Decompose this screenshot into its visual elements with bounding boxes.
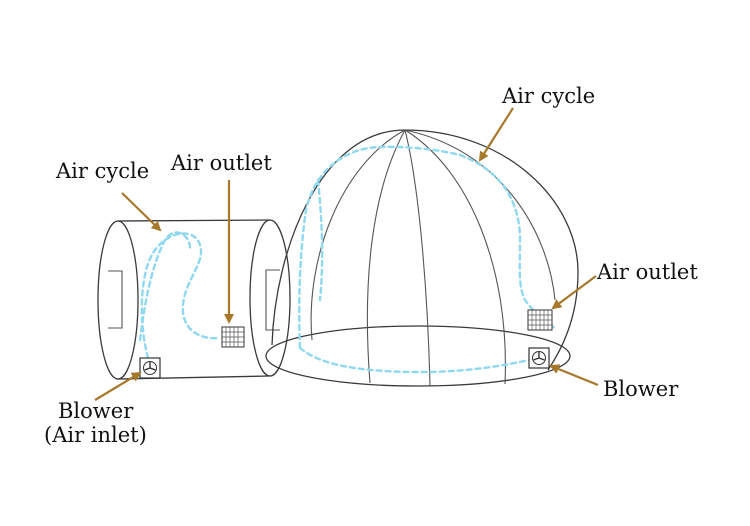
pointer-arrows — [94, 107, 599, 401]
label-air-cycle-left: Air cycle — [55, 159, 149, 183]
label-air-outlet-right: Air outlet — [596, 260, 698, 284]
blower-left-fan-icon — [139, 357, 161, 379]
dome-floor — [265, 325, 571, 387]
airflow-dome-left — [298, 145, 462, 350]
label-blower-right: Blower — [603, 377, 679, 401]
dome-seam-3 — [404, 129, 431, 387]
dome-seam-4 — [404, 129, 506, 385]
tunnel-top-edge — [117, 219, 271, 222]
dome-seam-5 — [404, 129, 556, 301]
airflow-dome-seam-left — [316, 178, 324, 302]
airflow-dome-right — [458, 153, 558, 332]
entrance-tunnel — [97, 219, 291, 380]
dome-outline — [271, 129, 579, 371]
dome-seam-2 — [366, 129, 406, 384]
airflow-paths — [138, 145, 558, 374]
air-outlet-left-icon — [221, 326, 245, 348]
airflow-dome-floor — [298, 346, 550, 374]
air-outlet-right-icon — [527, 309, 553, 331]
pointer-blower-right — [549, 364, 599, 387]
airflow-tunnel — [140, 232, 222, 360]
pointer-blower-left — [94, 371, 142, 401]
pointer-air-cycle-right — [478, 107, 514, 162]
tunnel-near-end — [249, 219, 291, 377]
tunnel-far-end — [97, 220, 139, 380]
airflow-tunnel-inner — [138, 231, 192, 342]
blower-right-fan-icon — [528, 347, 550, 369]
label-air-outlet-left: Air outlet — [170, 151, 272, 175]
label-blower-left-inlet: (Air inlet) — [44, 423, 147, 447]
label-blower-left: Blower — [58, 399, 134, 423]
label-air-cycle-right: Air cycle — [501, 84, 595, 108]
pointer-air-outlet-right — [551, 275, 597, 310]
pointer-air-cycle-left — [121, 192, 162, 232]
tunnel-door-far — [108, 270, 123, 329]
